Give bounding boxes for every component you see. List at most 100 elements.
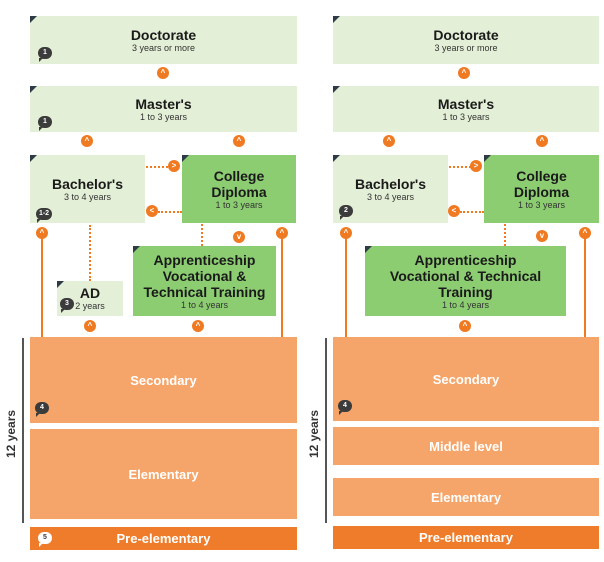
bachelors-duration: 3 to 4 years [366, 191, 415, 202]
apprenticeship-box: Apprenticeship Vocational & Technical Tr… [133, 246, 276, 316]
arrow-up-icon: ^ [458, 67, 470, 79]
note-bubble-icon: 2 [339, 205, 353, 220]
connector-line [89, 225, 91, 281]
pathway-line [584, 236, 586, 337]
arrow-up-icon: ^ [81, 135, 93, 147]
connector-line [201, 224, 203, 246]
arrow-up-icon: ^ [459, 320, 471, 332]
bachelors-title: Bachelor's [51, 175, 124, 192]
corner-marker [133, 246, 140, 253]
college-diploma-box: College Diploma 1 to 3 years [182, 155, 296, 223]
elementary-box: Elementary [30, 429, 297, 519]
corner-marker [57, 281, 64, 288]
corner-marker [30, 155, 37, 162]
bachelors-duration: 3 to 4 years [63, 191, 112, 202]
college-title-line1: College [213, 167, 265, 184]
college-duration: 1 to 3 years [517, 199, 566, 210]
connector-line [146, 166, 168, 168]
doctorate-title: Doctorate [433, 26, 499, 43]
masters-duration: 1 to 3 years [442, 111, 490, 122]
corner-marker [333, 16, 340, 23]
doctorate-box: Doctorate 3 years or more 1 [30, 16, 297, 64]
arrow-up-icon: ^ [340, 227, 352, 239]
note-bubble-icon: 1 [38, 116, 52, 131]
arrow-up-icon: ^ [233, 135, 245, 147]
corner-marker [333, 155, 340, 162]
ad-title: AD [79, 285, 101, 301]
bachelors-box: Bachelor's 3 to 4 years 1-2 [30, 155, 145, 223]
masters-box: Master's 1 to 3 years [333, 86, 599, 132]
note-bubble-icon: 1-2 [36, 208, 52, 223]
age-range-bar [325, 338, 327, 523]
arrow-up-icon: ^ [157, 67, 169, 79]
apprenticeship-title-line2: Vocational & Technical [389, 267, 542, 284]
arrow-up-icon: ^ [536, 135, 548, 147]
note-bubble-icon: 1 [38, 47, 52, 62]
age-range-bar [22, 338, 24, 523]
bachelors-box: Bachelor's 3 to 4 years 2 [333, 155, 448, 223]
connector-line [158, 211, 182, 213]
arrow-down-icon: v [233, 231, 245, 243]
left-panel: Doctorate 3 years or more 1 ^ Master's 1… [0, 0, 300, 562]
arrow-right-icon: > [168, 160, 180, 172]
bachelors-title: Bachelor's [354, 175, 427, 192]
corner-marker [182, 155, 189, 162]
apprenticeship-title-line3: Technical Training [143, 283, 266, 300]
note-bubble-icon: 3 [60, 298, 74, 313]
middle-level-label: Middle level [429, 438, 503, 454]
corner-marker [484, 155, 491, 162]
pathway-line [41, 236, 43, 337]
apprenticeship-title-line2: Vocational & [162, 267, 247, 284]
doctorate-box: Doctorate 3 years or more [333, 16, 599, 64]
middle-level-box: Middle level [333, 427, 599, 465]
college-title-line2: Diploma [211, 183, 267, 200]
pathway-line [345, 236, 347, 337]
elementary-label: Elementary [128, 466, 199, 482]
pathway-line [281, 236, 283, 337]
corner-marker [365, 246, 372, 253]
corner-marker [333, 86, 340, 93]
arrow-down-icon: v [536, 230, 548, 242]
elementary-label: Elementary [430, 489, 502, 505]
doctorate-duration: 3 years or more [434, 42, 498, 53]
age-range-label: 12 years [307, 409, 321, 458]
college-title-line1: College [516, 167, 567, 184]
connector-line [460, 211, 484, 213]
arrow-up-icon: ^ [383, 135, 395, 147]
arrow-right-icon: > [470, 160, 482, 172]
pre-elementary-label: Pre-elementary [116, 531, 211, 546]
masters-title: Master's [437, 95, 495, 112]
college-diploma-box: College Diploma 1 to 3 years [484, 155, 599, 223]
college-duration: 1 to 3 years [215, 199, 263, 210]
pre-elementary-box: Pre-elementary 5 [30, 527, 297, 550]
apprenticeship-box: Apprenticeship Vocational & Technical Tr… [365, 246, 566, 316]
pre-elementary-box: Pre-elementary [333, 526, 599, 549]
note-bubble-icon: 4 [35, 402, 49, 417]
secondary-box: Secondary 4 [333, 337, 599, 421]
pre-elementary-label: Pre-elementary [419, 530, 513, 545]
note-bubble-icon: 5 [38, 532, 52, 547]
apprenticeship-title-line1: Apprenticeship [153, 251, 256, 268]
connector-line [504, 224, 506, 246]
arrow-left-icon: < [146, 205, 158, 217]
college-title-line2: Diploma [513, 183, 570, 200]
arrow-up-icon: ^ [579, 227, 591, 239]
doctorate-title: Doctorate [130, 26, 197, 43]
arrow-up-icon: ^ [36, 227, 48, 239]
right-panel: Doctorate 3 years or more ^ Master's 1 t… [302, 0, 604, 562]
arrow-up-icon: ^ [192, 320, 204, 332]
corner-marker [30, 86, 37, 93]
ad-box: AD 2 years 3 [57, 281, 123, 316]
age-range-label: 12 years [4, 409, 18, 458]
arrow-up-icon: ^ [84, 320, 96, 332]
doctorate-duration: 3 years or more [131, 42, 196, 53]
corner-marker [30, 16, 37, 23]
apprenticeship-title-line3: Training [438, 283, 493, 300]
masters-duration: 1 to 3 years [139, 111, 188, 122]
connector-line [449, 166, 471, 168]
apprenticeship-duration: 1 to 4 years [441, 299, 490, 310]
apprenticeship-title-line1: Apprenticeship [414, 251, 517, 268]
secondary-label: Secondary [432, 371, 500, 387]
elementary-box: Elementary [333, 478, 599, 516]
masters-title: Master's [135, 95, 192, 112]
